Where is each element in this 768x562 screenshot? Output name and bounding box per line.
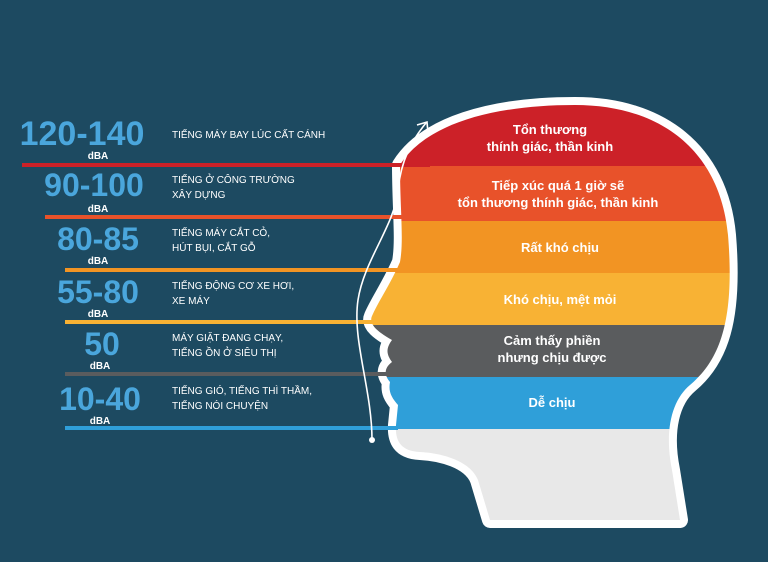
db-value-120-140: 120-140 <box>20 115 145 153</box>
source-80-85-line2: HÚT BỤI, CẮT GỖ <box>172 241 256 254</box>
source-10-40-line2: TIẾNG NÓI CHUYỆN <box>172 399 268 412</box>
band-level-90-100 <box>371 166 730 221</box>
effect-80-85: Rất khó chịu <box>521 240 599 255</box>
db-unit-80-85: dBA <box>88 256 109 267</box>
source-10-40-line1: TIẾNG GIÓ, TIẾNG THÌ THẦM, <box>172 384 312 397</box>
db-value-90-100: 90-100 <box>44 167 144 203</box>
db-value-55-80: 55-80 <box>57 274 139 310</box>
band-level-50 <box>371 325 730 377</box>
source-90-100-line2: XÂY DỰNG <box>172 188 226 201</box>
db-unit-10-40: dBA <box>90 416 111 427</box>
source-50-line2: TIẾNG ỒN Ở SIÊU THỊ <box>172 346 277 359</box>
band-level-80-85 <box>371 221 730 273</box>
db-value-10-40: 10-40 <box>59 381 141 417</box>
source-50-line1: MÁY GIẶT ĐANG CHẠY, <box>172 331 283 344</box>
effect-10-40: Dễ chịu <box>529 395 576 410</box>
band-head-bottom <box>371 429 730 520</box>
db-unit-50: dBA <box>90 361 111 372</box>
arrow-start-dot <box>369 437 375 443</box>
effect-120-140-line2: thính giác, thần kinh <box>487 139 613 154</box>
db-unit-120-140: dBA <box>88 151 109 162</box>
effect-90-100-line2: tổn thương thính giác, thần kinh <box>458 195 659 210</box>
effect-90-100-line1: Tiếp xúc quá 1 giờ sẽ <box>492 178 625 193</box>
source-80-85-line1: TIẾNG MÁY CẮT CỎ, <box>172 226 270 239</box>
effect-50-line1: Cảm thấy phiền <box>504 333 601 348</box>
source-90-100-line1: TIẾNG Ở CÔNG TRƯỜNG <box>172 173 295 186</box>
effect-120-140-line1: Tổn thương <box>513 122 587 137</box>
db-value-80-85: 80-85 <box>57 221 139 257</box>
band-level-55-80 <box>371 273 730 325</box>
source-55-80-line1: TIẾNG ĐỘNG CƠ XE HƠI, <box>172 279 294 292</box>
db-unit-55-80: dBA <box>88 309 109 320</box>
effect-50-line2: nhưng chịu được <box>498 350 607 365</box>
effect-55-80: Khó chịu, mệt mỏi <box>504 292 617 307</box>
db-value-50: 50 <box>84 326 120 362</box>
arrow-head-icon <box>416 120 429 134</box>
db-unit-90-100: dBA <box>88 204 109 215</box>
curved-arrow-icon <box>356 122 427 441</box>
source-120-140: TIẾNG MÁY BAY LÚC CẤT CÁNH <box>172 128 325 141</box>
level-divider-lines <box>22 163 430 430</box>
band-level-10-40 <box>371 377 730 429</box>
source-55-80-line2: XE MÁY <box>172 294 210 307</box>
